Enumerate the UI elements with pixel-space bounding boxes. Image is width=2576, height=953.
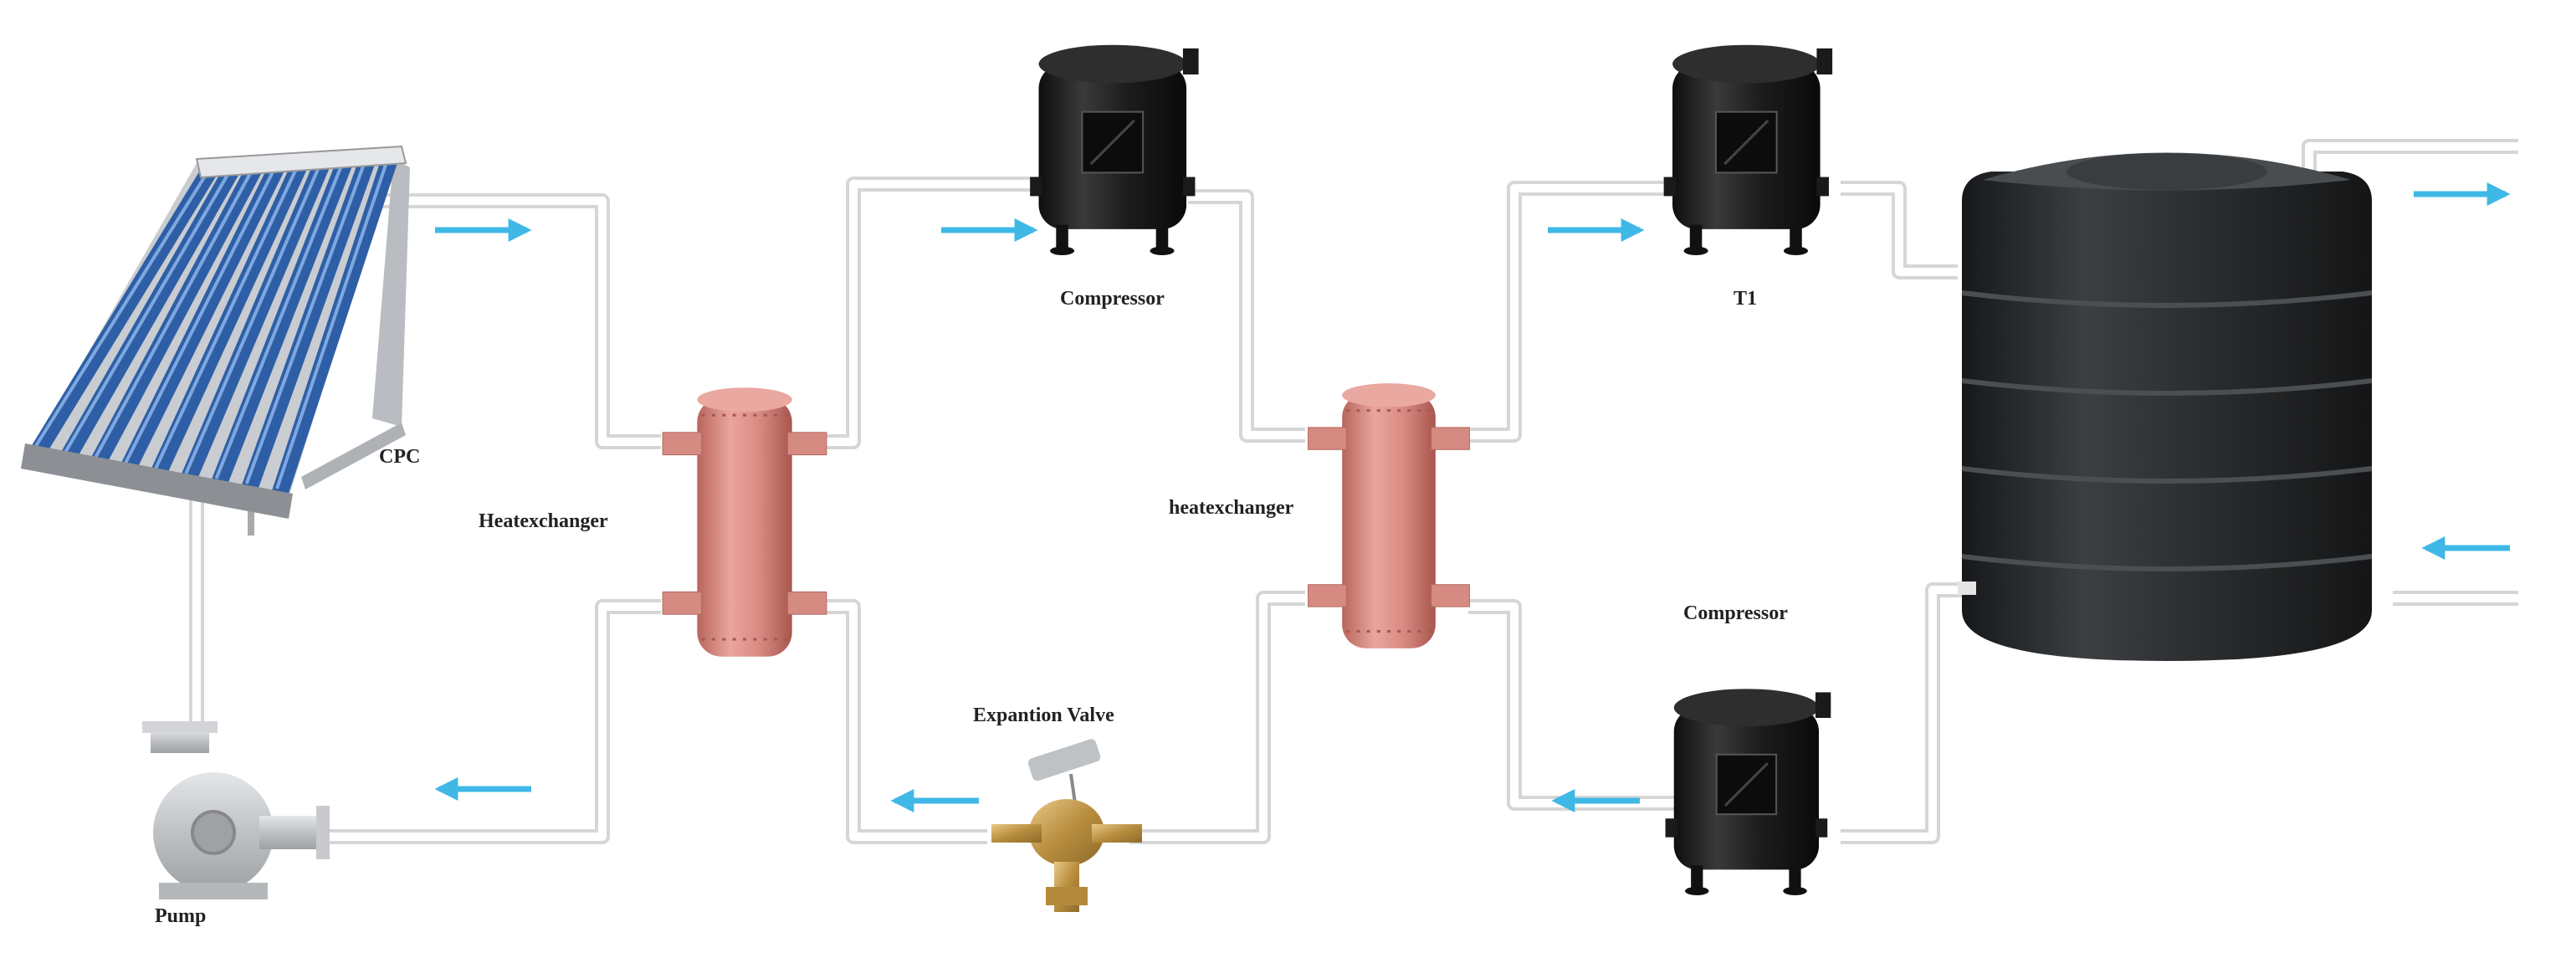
label-t1: T1 — [1734, 288, 1757, 310]
tank-rib-4 — [1961, 554, 2373, 571]
tank-rib-3 — [1961, 466, 2373, 484]
label-heatexchanger-2: heatexchanger — [1169, 497, 1294, 519]
label-heatexchanger-1: Heatexchanger — [479, 510, 608, 532]
label-expansion-valve: Expantion Valve — [973, 705, 1114, 726]
tank-rib-1 — [1961, 290, 2373, 308]
flow-arrows — [434, 182, 2511, 812]
label-cpc: CPC — [379, 446, 420, 468]
labels: CPC Heatexchanger Compressor heatexchang… — [155, 288, 1788, 927]
solar-tube-highlight-1 — [33, 173, 207, 450]
solar-tube-5 — [151, 158, 308, 480]
tank-rib-2 — [1961, 378, 2373, 396]
solar-tube-8 — [241, 154, 376, 495]
t1-compressor-icon — [1662, 44, 1834, 255]
label-compressor-top: Compressor — [1060, 288, 1165, 310]
solar-tubes — [29, 153, 397, 500]
solar-tube-7 — [211, 156, 353, 490]
solar-tube-3 — [90, 161, 263, 470]
compressor-bottom-icon — [1663, 687, 1832, 895]
solar-tube-2 — [59, 161, 240, 465]
heat-exchanger-2-icon — [1306, 382, 1472, 650]
solar-tube-highlight-8 — [244, 165, 366, 484]
pump-icon — [142, 721, 330, 899]
solar-tube-highlight-5 — [154, 169, 298, 469]
solar-tube-9 — [272, 153, 397, 500]
solar-tube-highlight-2 — [63, 172, 230, 455]
label-pump: Pump — [155, 905, 206, 927]
solar-collector-icon — [21, 145, 410, 535]
expansion-valve-icon — [991, 739, 1142, 912]
solar-tube-highlight-9 — [275, 164, 387, 489]
solar-tube-highlight-6 — [184, 167, 320, 474]
solar-tube-highlight-7 — [214, 167, 343, 479]
solar-tube-6 — [181, 156, 330, 485]
solar-tube-4 — [120, 159, 285, 475]
tank-ribs — [1961, 290, 2373, 571]
label-compressor-bottom: Compressor — [1683, 602, 1788, 624]
solar-tube-highlight-4 — [123, 170, 275, 464]
solar-tube-highlight-3 — [93, 172, 253, 459]
heat-exchanger-1-icon — [661, 386, 828, 658]
compressor-top-icon — [1029, 44, 1201, 255]
storage-tank-icon — [1958, 152, 2373, 661]
